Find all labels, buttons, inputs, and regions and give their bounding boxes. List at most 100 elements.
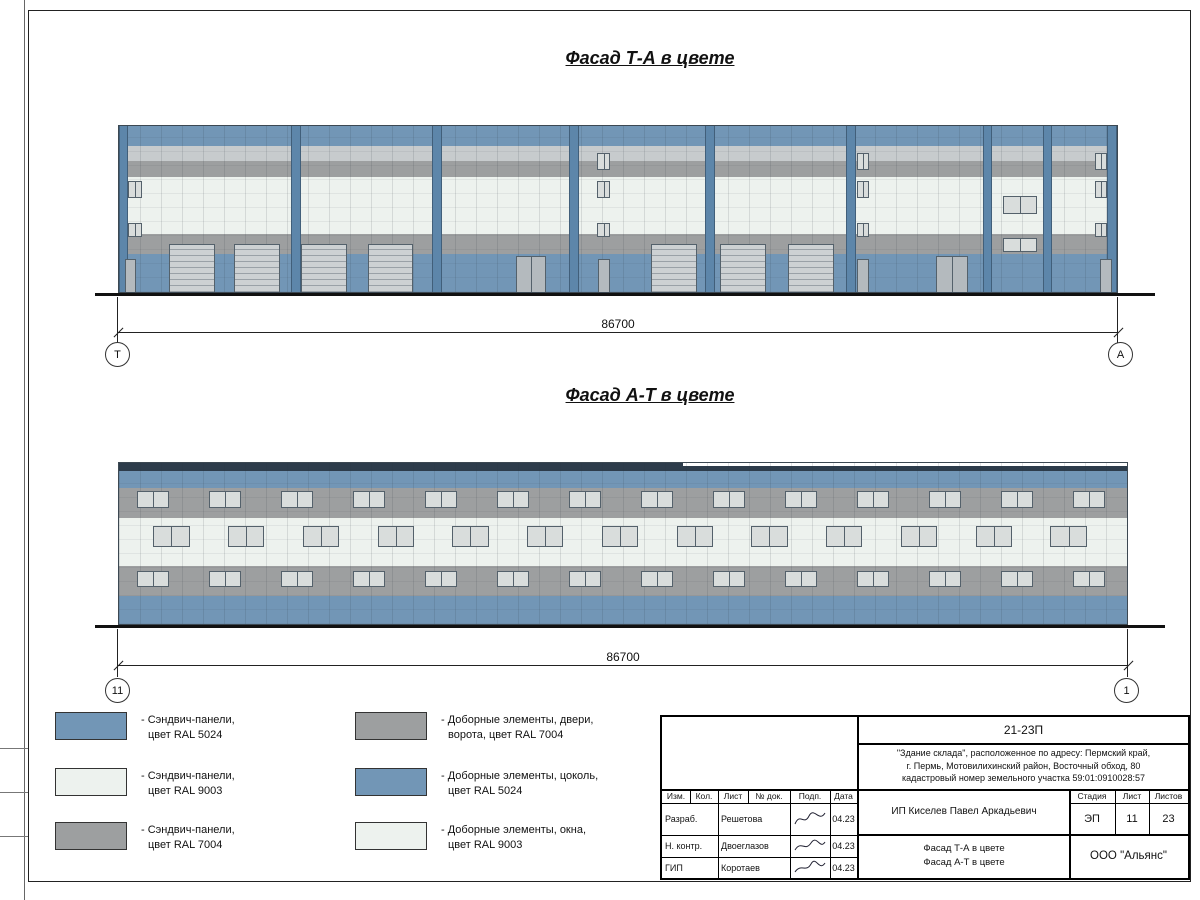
window	[856, 181, 870, 198]
window-mullion	[872, 572, 874, 586]
row-name: Двоеглазов	[721, 841, 769, 851]
sheets-label: Листов	[1154, 791, 1183, 801]
row-name: Коротаев	[721, 862, 760, 873]
ground-line	[95, 625, 1165, 628]
facade-band	[119, 463, 1127, 471]
window	[640, 491, 674, 508]
window-mullion	[769, 527, 771, 546]
stage-value: ЭП	[1084, 812, 1100, 825]
row-role: ГИП	[665, 862, 683, 873]
window-mullion	[728, 572, 730, 586]
col-header-kol: Кол.	[695, 791, 713, 801]
stamp-line	[1069, 803, 1188, 804]
window	[826, 526, 863, 547]
pilaster	[704, 126, 715, 292]
window-mullion	[1101, 182, 1103, 197]
col-header-data: Дата	[834, 791, 853, 801]
row-role: Разраб.	[665, 814, 698, 824]
window	[424, 571, 458, 587]
legend-label-line: цвет RAL 5024	[448, 785, 523, 798]
pilaster	[983, 126, 993, 292]
window	[452, 526, 489, 547]
pilaster	[1107, 126, 1117, 292]
window	[597, 223, 610, 237]
stamp-line	[830, 789, 831, 878]
window-mullion	[1016, 492, 1018, 507]
window	[281, 571, 314, 587]
window	[1095, 223, 1107, 237]
window	[597, 153, 610, 170]
window	[900, 526, 938, 547]
window	[597, 181, 610, 198]
window	[527, 526, 564, 547]
ground-line	[95, 293, 1155, 296]
window-mullion	[513, 572, 515, 586]
window-mullion	[863, 154, 864, 169]
window	[1000, 491, 1033, 508]
double-door	[936, 256, 969, 292]
extension-line	[1127, 629, 1128, 677]
window	[1003, 196, 1038, 214]
facade-band	[119, 566, 1127, 596]
window	[784, 491, 817, 508]
window-mullion	[1101, 224, 1103, 236]
window-mullion	[800, 492, 802, 507]
legend-label-line: цвет RAL 9003	[148, 785, 223, 798]
stamp-line	[662, 803, 857, 804]
window	[127, 223, 142, 237]
pilaster	[432, 126, 443, 292]
window-mullion	[153, 572, 155, 586]
stamp-line	[662, 835, 857, 836]
window-mullion	[545, 527, 547, 546]
door	[597, 259, 610, 292]
window-mullion	[369, 572, 371, 586]
door	[1099, 259, 1112, 292]
window	[137, 491, 170, 508]
sectional-gate	[168, 244, 215, 292]
stamp-line	[857, 717, 859, 878]
stamp-line	[690, 789, 691, 803]
row-role: Н. контр.	[665, 841, 703, 851]
margin-tick	[0, 748, 28, 749]
sheet-title: Фасад Т-А в цвете Фасад А-Т в цвете	[859, 834, 1069, 878]
window-mullion	[171, 527, 173, 546]
facade-band	[119, 146, 1117, 161]
window-mullion	[134, 224, 136, 236]
window-mullion	[225, 572, 227, 586]
sheet-title-line: Фасад А-Т в цвете	[923, 857, 1005, 868]
sectional-gate	[650, 244, 697, 292]
legend-label-line: - Сэндвич-панели,	[141, 714, 235, 726]
color-swatch	[55, 768, 127, 796]
window	[1000, 571, 1033, 587]
stamp-line	[748, 789, 749, 803]
window-mullion	[944, 492, 946, 507]
color-swatch	[355, 822, 427, 850]
stage-label: Стадия	[1077, 791, 1107, 801]
window	[377, 526, 414, 547]
facade-band	[119, 488, 1127, 518]
legend-label-line: - Сэндвич-панели,	[141, 770, 235, 782]
window	[751, 526, 788, 547]
window	[601, 526, 639, 547]
stamp-line	[857, 834, 1188, 836]
facade-detail	[683, 463, 1127, 466]
window	[228, 526, 265, 547]
axis-marker-11: 11	[105, 678, 130, 703]
window	[209, 491, 242, 508]
stamp-line	[1115, 789, 1116, 834]
legend-label: - Доборные элементы, окна, цвет RAL 9003	[441, 822, 586, 854]
window-mullion	[225, 492, 227, 507]
pilaster	[290, 126, 301, 292]
row-date: 04.23	[832, 841, 855, 851]
sheets-value: 23	[1162, 812, 1175, 825]
color-swatch	[55, 712, 127, 740]
window	[928, 491, 961, 508]
window	[153, 526, 190, 547]
window-mullion	[993, 527, 995, 546]
legend-label-line: цвет RAL 5024	[148, 729, 223, 742]
window-mullion	[1088, 492, 1090, 507]
window-mullion	[297, 572, 299, 586]
legend-item: - Доборные элементы, двери, ворота, цвет…	[355, 712, 593, 744]
col-header-doc: № док.	[755, 791, 783, 801]
window	[127, 181, 142, 198]
